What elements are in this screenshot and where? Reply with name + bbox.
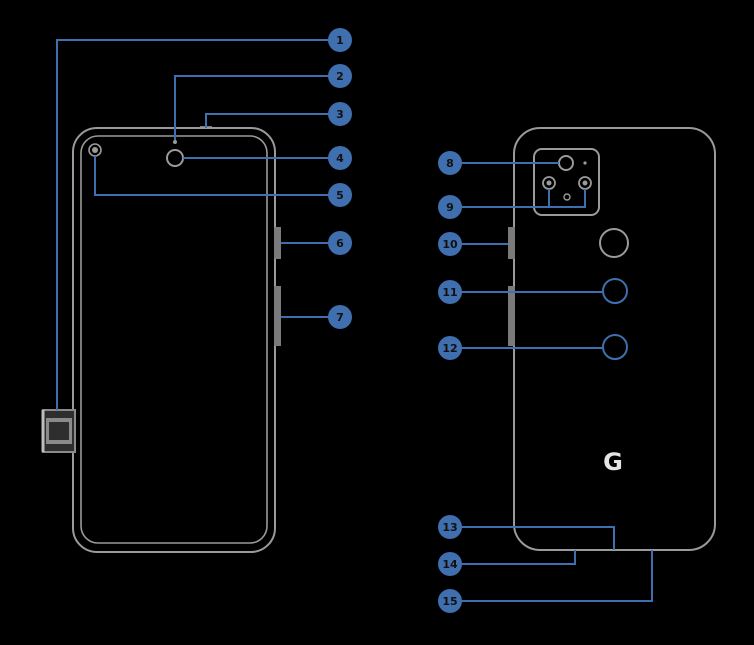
callout-14: 14 bbox=[438, 552, 462, 576]
google-g-logo-icon: G bbox=[603, 448, 623, 476]
leader-line-5 bbox=[94, 156, 340, 196]
front-camera bbox=[166, 149, 184, 167]
callout-1: 1 bbox=[328, 28, 352, 52]
back-power-button bbox=[508, 227, 515, 259]
callout-4: 4 bbox=[328, 146, 352, 170]
back-marker-12 bbox=[602, 334, 628, 360]
leader-line-2 bbox=[174, 75, 340, 140]
back-marker-11 bbox=[602, 278, 628, 304]
back-volume-button bbox=[508, 286, 515, 346]
back-phone-body bbox=[513, 127, 716, 551]
callout-13-label: 13 bbox=[442, 521, 457, 534]
callout-8: 8 bbox=[438, 151, 462, 175]
callout-5-label: 5 bbox=[336, 189, 344, 202]
callout-8-label: 8 bbox=[446, 157, 454, 170]
volume-button bbox=[274, 286, 281, 346]
leader-line-13 bbox=[450, 526, 615, 550]
callout-1-label: 1 bbox=[336, 34, 344, 47]
callouts: 1 2 3 4 5 6 7 8 9 10 11 12 13 14 15 bbox=[328, 28, 462, 613]
callout-11: 11 bbox=[438, 280, 462, 304]
camera-module bbox=[533, 148, 600, 216]
front-sensor-dot bbox=[173, 140, 177, 144]
rear-sensor bbox=[558, 155, 574, 171]
sim-slot-inner bbox=[49, 422, 69, 440]
callout-4-label: 4 bbox=[336, 152, 344, 165]
front-screen bbox=[80, 135, 268, 544]
power-button bbox=[274, 227, 281, 259]
callout-9: 9 bbox=[438, 195, 462, 219]
callout-3-label: 3 bbox=[336, 108, 344, 121]
callout-12-label: 12 bbox=[442, 342, 457, 355]
callout-6: 6 bbox=[328, 231, 352, 255]
leader-line-14 bbox=[450, 550, 576, 565]
proximity-sensor-core bbox=[92, 147, 98, 153]
leader-line-9-right bbox=[549, 189, 586, 208]
callout-15-label: 15 bbox=[442, 595, 457, 608]
leader-line-3 bbox=[205, 113, 340, 128]
callout-6-label: 6 bbox=[336, 237, 344, 250]
rear-mic-dot bbox=[583, 161, 587, 165]
callout-15: 15 bbox=[438, 589, 462, 613]
leader-line-15 bbox=[450, 550, 653, 602]
rear-camera-right-lens bbox=[582, 180, 588, 186]
callout-7-label: 7 bbox=[336, 311, 344, 324]
callout-12: 12 bbox=[438, 336, 462, 360]
callout-9-label: 9 bbox=[446, 201, 454, 214]
callout-10-label: 10 bbox=[442, 238, 458, 251]
rear-camera-left-lens bbox=[546, 180, 552, 186]
leader-line-1 bbox=[56, 39, 340, 410]
rear-flash bbox=[563, 193, 571, 201]
callout-3: 3 bbox=[328, 102, 352, 126]
callout-11-label: 11 bbox=[442, 286, 457, 299]
fingerprint-sensor bbox=[599, 228, 629, 258]
callout-14-label: 14 bbox=[442, 558, 458, 571]
callout-13: 13 bbox=[438, 515, 462, 539]
leader-lines bbox=[56, 39, 653, 602]
back-view: G bbox=[508, 127, 716, 555]
callout-5: 5 bbox=[328, 183, 352, 207]
front-view bbox=[41, 126, 281, 553]
callout-2: 2 bbox=[328, 64, 352, 88]
callout-7: 7 bbox=[328, 305, 352, 329]
callout-2-label: 2 bbox=[336, 70, 344, 83]
callout-10: 10 bbox=[438, 232, 462, 256]
front-phone-body bbox=[72, 127, 276, 553]
